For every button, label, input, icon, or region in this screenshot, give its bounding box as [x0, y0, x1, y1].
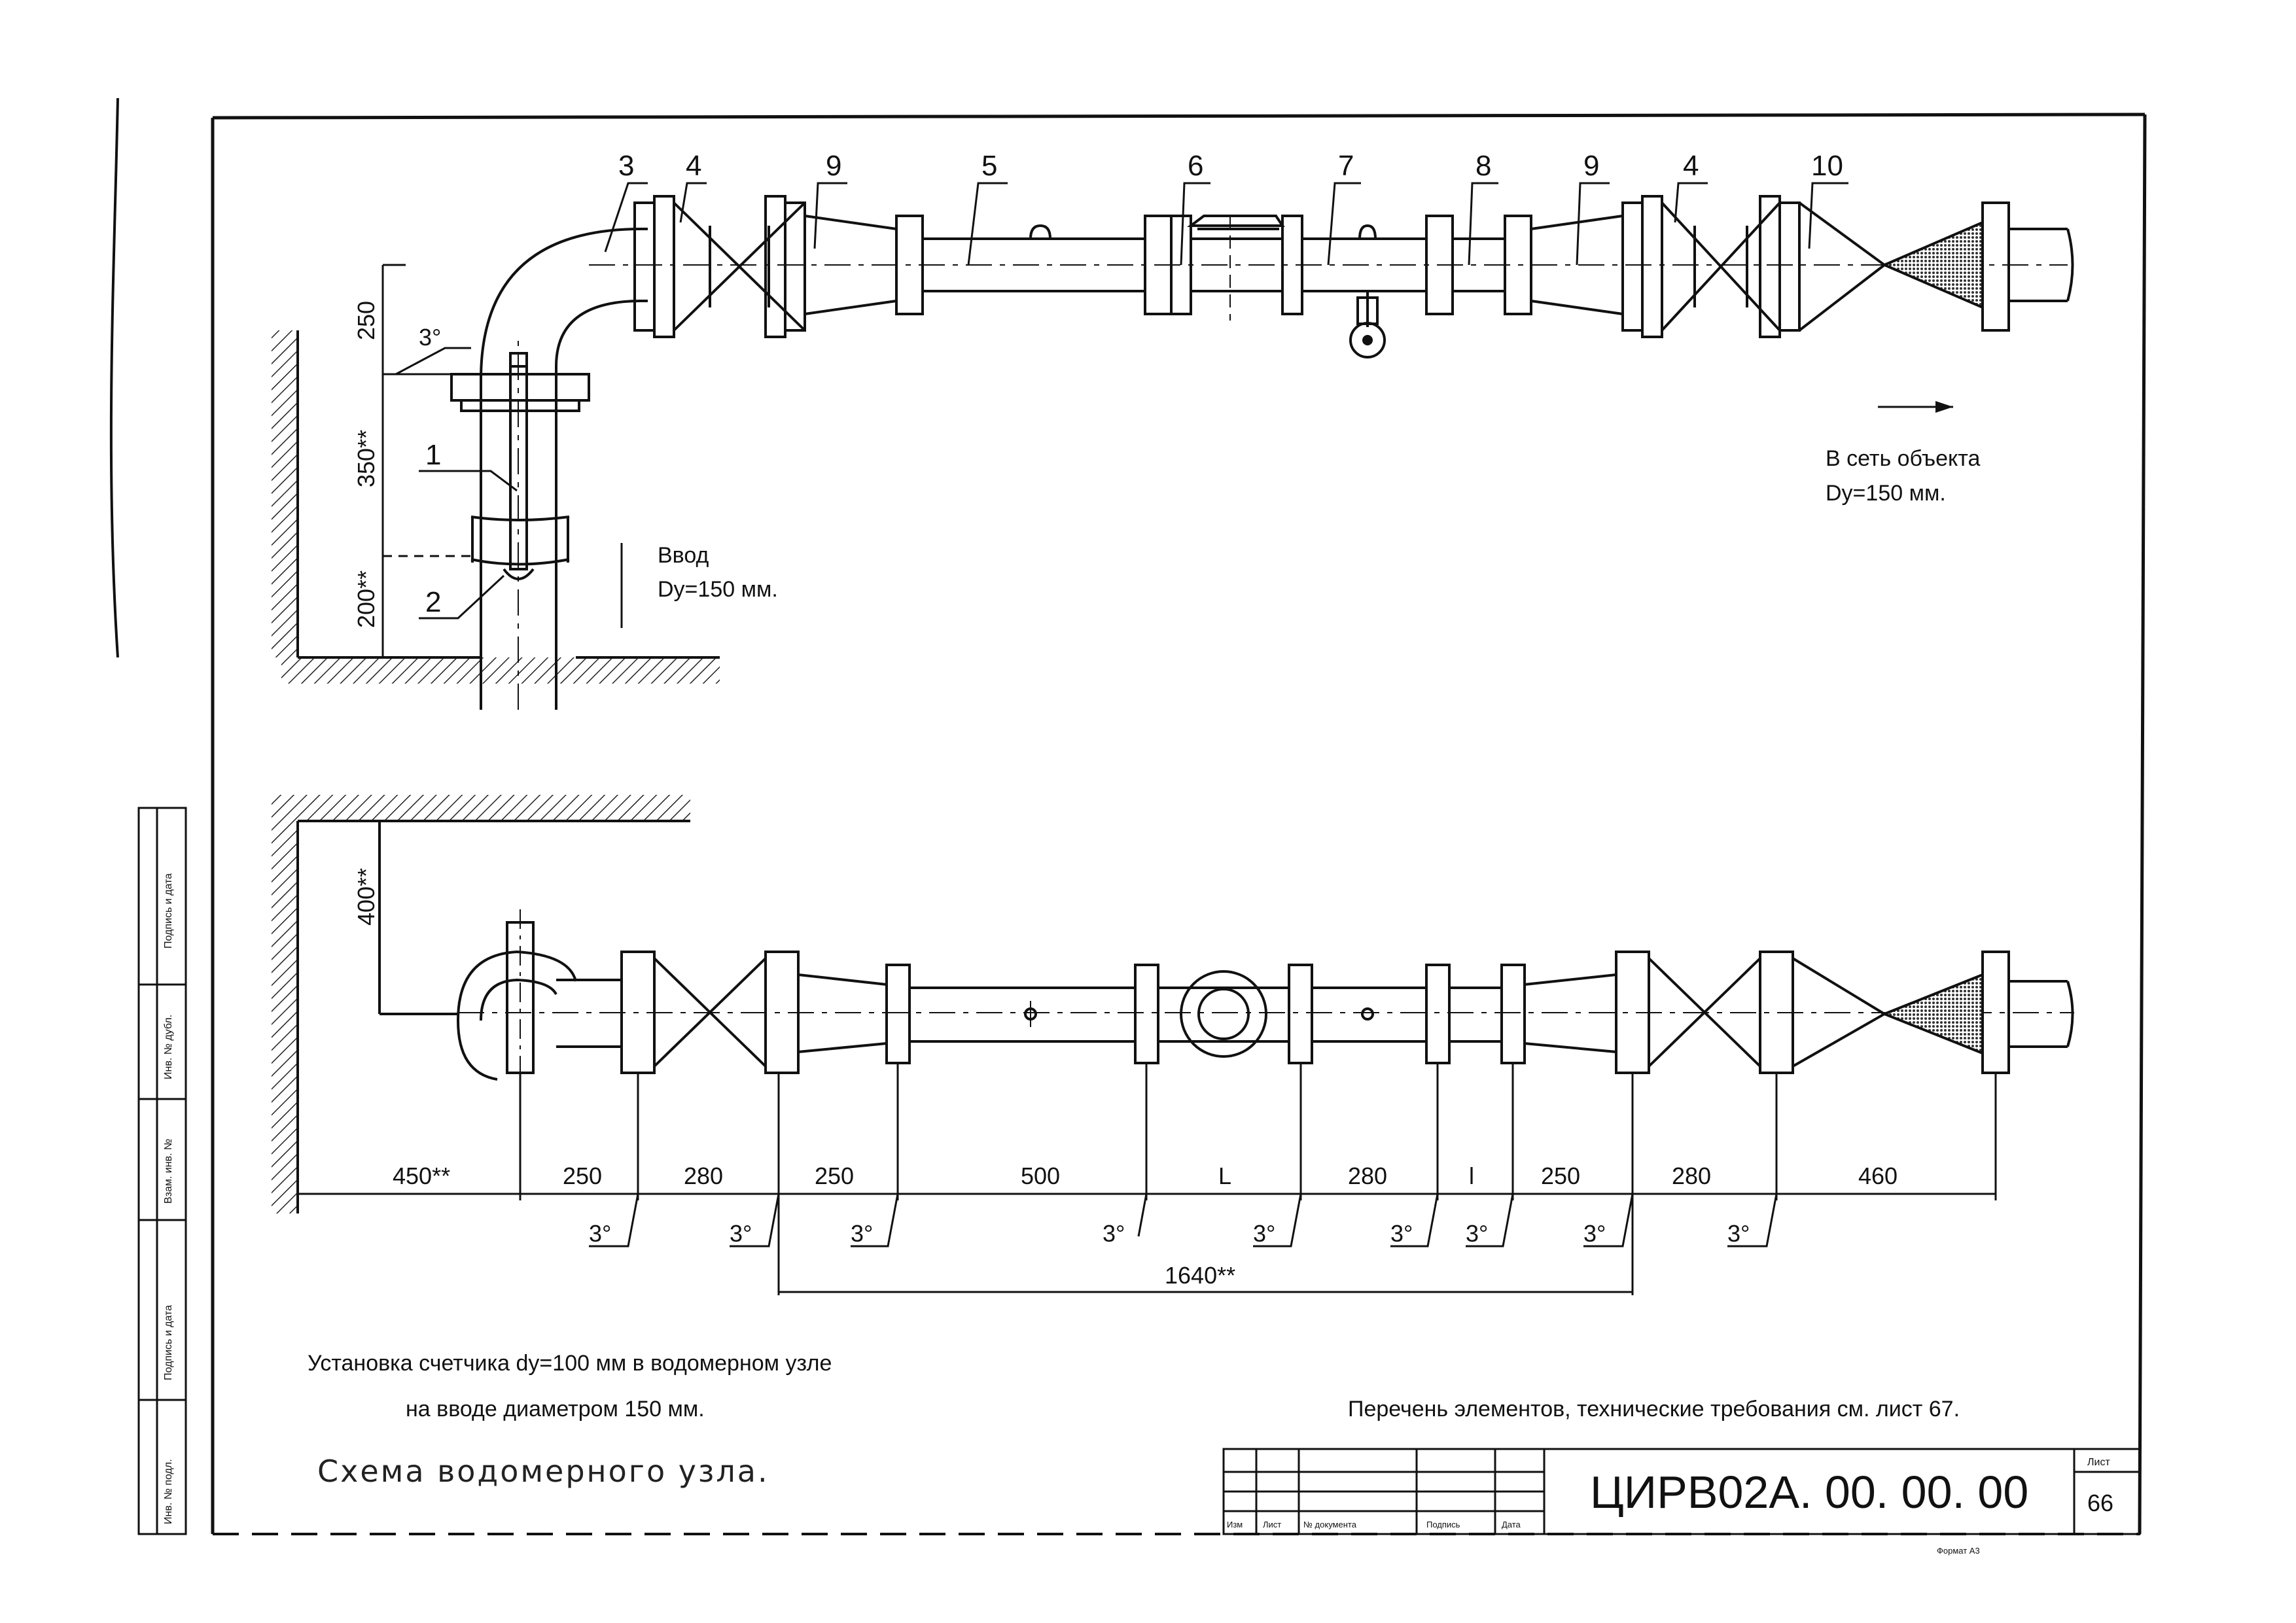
- slope-8: 3°: [1583, 1220, 1606, 1247]
- callout-7: 7: [1338, 150, 1354, 182]
- callout-5: 5: [981, 150, 997, 182]
- dim-200: 200**: [353, 570, 380, 628]
- stamp-label-5: Инв. № подл.: [163, 1459, 174, 1524]
- col-date: Дата: [1502, 1520, 1521, 1529]
- dim-L: L: [1218, 1162, 1231, 1189]
- vertical-dim-labels: 250 350** 200** 3°: [353, 301, 441, 628]
- callout-6: 6: [1188, 150, 1203, 182]
- dim-280c: 280: [1672, 1162, 1711, 1189]
- strainer-top: [1798, 201, 1887, 332]
- water-meter-plan: [1180, 970, 1267, 1058]
- wall-hatch-bottom: [272, 821, 298, 1213]
- wall-hatch-top: [272, 330, 298, 657]
- riser-pipe: [480, 228, 642, 710]
- dim-500: 500: [1021, 1162, 1060, 1189]
- callout-leaders: [419, 182, 1848, 620]
- drawing-title: Схема водомерного узла.: [317, 1454, 769, 1489]
- col-sign: Подпись: [1426, 1520, 1460, 1529]
- stamp-label-1: Подпись и дата: [163, 873, 174, 949]
- slope-3: 3°: [851, 1220, 873, 1247]
- dim-250a: 250: [563, 1162, 602, 1189]
- title-block: [1222, 1448, 2141, 1535]
- drawing-code: ЦИРВ02А. 00. 00. 00: [1590, 1467, 2028, 1518]
- dim-250c: 250: [1541, 1162, 1580, 1189]
- slope-7: 3°: [1466, 1220, 1488, 1247]
- riser-flange: [450, 373, 590, 402]
- bottom-dimensions: [298, 1063, 1997, 1295]
- note-reference: Перечень элементов, технические требован…: [1348, 1397, 1960, 1422]
- dim-280b: 280: [1348, 1162, 1387, 1189]
- dim-350: 350**: [353, 430, 380, 487]
- inlet-label: Ввод: [658, 543, 709, 568]
- col-izm: Изм: [1227, 1520, 1243, 1529]
- stamp-label-3: Взам. инв. №: [163, 1139, 174, 1204]
- callout-2: 2: [425, 586, 441, 618]
- slope-1: 3°: [589, 1220, 611, 1247]
- sheet-label: Лист: [2087, 1457, 2110, 1468]
- floor-hatch-top: [281, 657, 720, 684]
- flow-labels: Ввод Dy=150 мм. В сеть объекта Dy=150 мм…: [620, 401, 1980, 628]
- drain-valve: [1349, 322, 1386, 358]
- gate-valve-2: [1661, 201, 1781, 332]
- callout-3: 3: [618, 150, 634, 182]
- side-stamp-labels: Подпись и дата Инв. № дубл. Взам. инв. №…: [163, 873, 174, 1524]
- dim-250: 250: [353, 301, 380, 340]
- inlet-size: Dy=150 мм.: [658, 577, 778, 602]
- stamp-label-4: Подпись и дата: [163, 1305, 174, 1380]
- slope-9: 3°: [1727, 1220, 1750, 1247]
- slope-6: 3°: [1390, 1220, 1413, 1247]
- dim-280a: 280: [684, 1162, 723, 1189]
- col-list: Лист: [1263, 1520, 1281, 1529]
- slope-5: 3°: [1253, 1220, 1275, 1247]
- callouts: 3 4 9 5 6 7 8 9 4 10 1 2: [425, 150, 1843, 618]
- side-stamp: [137, 807, 187, 1535]
- outlet-label: В сеть объекта: [1826, 446, 1980, 471]
- reducer-2: [1530, 215, 1623, 315]
- callout-4a: 4: [686, 150, 701, 182]
- callout-10: 10: [1811, 150, 1843, 182]
- slope-2: 3°: [730, 1220, 752, 1247]
- col-doc: № документа: [1303, 1520, 1357, 1529]
- format-label: Формат А3: [1937, 1546, 1980, 1556]
- callout-4b: 4: [1683, 150, 1699, 182]
- outlet-size: Dy=150 мм.: [1826, 481, 1946, 506]
- callout-8: 8: [1475, 150, 1491, 182]
- callout-9b: 9: [1583, 150, 1599, 182]
- dim-1640: 1640**: [1165, 1262, 1235, 1289]
- dim-400: 400**: [353, 868, 380, 926]
- reducer-1: [804, 215, 897, 315]
- dim-450: 450**: [393, 1162, 450, 1189]
- top-view: [272, 195, 2074, 710]
- sheet-frame: [109, 97, 2147, 1535]
- bottom-view: [272, 795, 2074, 1213]
- vertical-dimensions: [381, 264, 471, 657]
- notes: Установка счетчика dy=100 мм в водомерно…: [308, 1351, 1960, 1489]
- note-line-1: Установка счетчика dy=100 мм в водомерно…: [308, 1351, 832, 1376]
- bottom-dim-labels: 400** 450** 250 280 250 500 L 280 l 250 …: [353, 868, 1898, 1289]
- slope-label-top: 3°: [419, 324, 441, 351]
- note-line-2: на вводе диаметром 150 мм.: [406, 1397, 705, 1422]
- sheet-number: 66: [2087, 1490, 2113, 1516]
- water-meter-top: [1187, 215, 1285, 227]
- callout-9a: 9: [826, 150, 841, 182]
- dim-460: 460: [1858, 1162, 1898, 1189]
- gate-valve-plan-1: [653, 957, 767, 1068]
- dim-l: l: [1469, 1162, 1474, 1189]
- gate-valve-plan-2: [1648, 957, 1761, 1068]
- ceiling-hatch: [272, 795, 690, 821]
- elbow-plan: [457, 950, 577, 1021]
- gate-valve-1: [673, 201, 806, 332]
- title-block-text: Изм Лист № документа Подпись Дата ЦИРВ02…: [1227, 1457, 2113, 1556]
- callout-1: 1: [425, 439, 441, 471]
- stamp-label-2: Инв. № дубл.: [163, 1015, 174, 1079]
- slope-4: 3°: [1103, 1220, 1125, 1247]
- dim-250b: 250: [815, 1162, 854, 1189]
